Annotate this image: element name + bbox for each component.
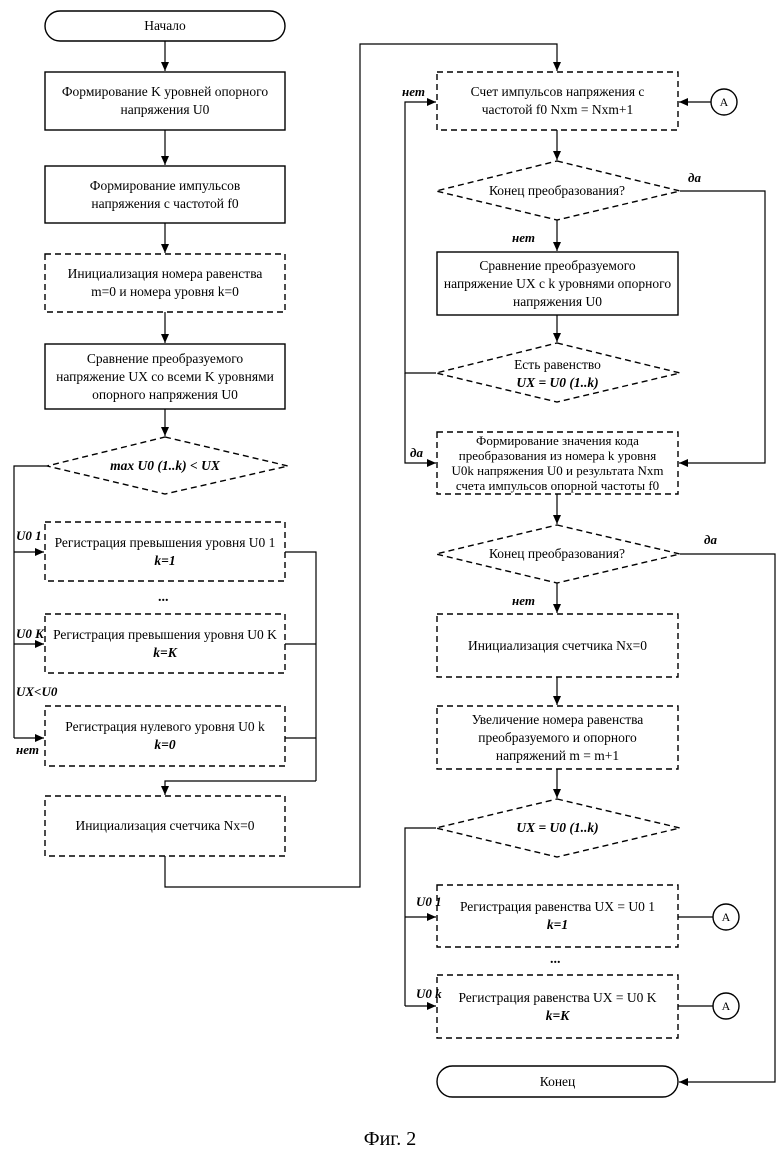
label-net-left: нет: [16, 742, 39, 758]
compare-all-text: Сравнение преобразуемогонапряжение UX со…: [48, 344, 282, 409]
form-code-text: Формирование значения кодапреобразования…: [440, 432, 675, 494]
eq-exists-text: Есть равенствоUX = U0 (1..k): [480, 355, 635, 393]
reg-eq-1-text: Регистрация равенства UX = U0 1k=1: [440, 885, 675, 947]
start-label: Начало: [45, 11, 285, 41]
end-conv-2-text: Конец преобразования?: [466, 543, 648, 565]
label-u0k-left: U0 K: [16, 626, 44, 642]
form-k-levels-text: Формирование K уровней опорногонапряжени…: [50, 72, 280, 130]
decision-eq-text: UX = U0 (1..k): [480, 816, 635, 840]
reg-zero-text: Регистрация нулевого уровня U0 kk=0: [48, 706, 282, 766]
connector-a-top-label: A: [710, 88, 738, 116]
count-pulses-text: Счет импульсов напряжения счастотой f0 N…: [442, 72, 673, 130]
init-counter-left-text: Инициализация счетчика Nx=0: [48, 796, 282, 856]
increment-text: Увеличение номера равенствапреобразуемог…: [440, 706, 675, 769]
label-da-eq-exists: да: [410, 445, 423, 461]
label-net-end-conv-2: нет: [512, 593, 535, 609]
right-ellipsis: ...: [550, 952, 561, 968]
label-net-count: нет: [402, 84, 425, 100]
init-counter-right-text: Инициализация счетчика Nx=0: [440, 614, 675, 677]
label-ux-lt-u0: UX<U0: [16, 684, 57, 700]
figure-caption: Фиг. 2: [0, 1128, 780, 1151]
compare-k-text: Сравнение преобразуемогонапряжение UX с …: [440, 252, 675, 315]
connector-a-bottom-label: A: [712, 992, 740, 1020]
connector-a-mid-label: A: [712, 903, 740, 931]
label-da-end-conv-2: да: [704, 532, 717, 548]
form-pulses-text: Формирование импульсовнапряжения с часто…: [50, 166, 280, 223]
label-u0k-right: U0 k: [416, 986, 442, 1002]
reg-eq-k-text: Регистрация равенства UX = U0 Kk=K: [440, 975, 675, 1038]
label-u01-left: U0 1: [16, 528, 42, 544]
reg-exceed-k-text: Регистрация превышения уровня U0 Kk=K: [48, 614, 282, 673]
init-eq-text: Инициализация номера равенстваm=0 и номе…: [50, 254, 280, 312]
reg-exceed-1-text: Регистрация превышения уровня U0 1k=1: [48, 522, 282, 581]
label-net-end-conv-1: нет: [512, 230, 535, 246]
decision-max-text: max U0 (1..k) < UX: [75, 452, 255, 480]
label-da-end-conv-1: да: [688, 170, 701, 186]
label-u01-right: U0 1: [416, 894, 442, 910]
left-ellipsis: ...: [158, 590, 169, 606]
end-conv-1-text: Конец преобразования?: [466, 180, 648, 202]
end-label: Конец: [437, 1066, 678, 1097]
